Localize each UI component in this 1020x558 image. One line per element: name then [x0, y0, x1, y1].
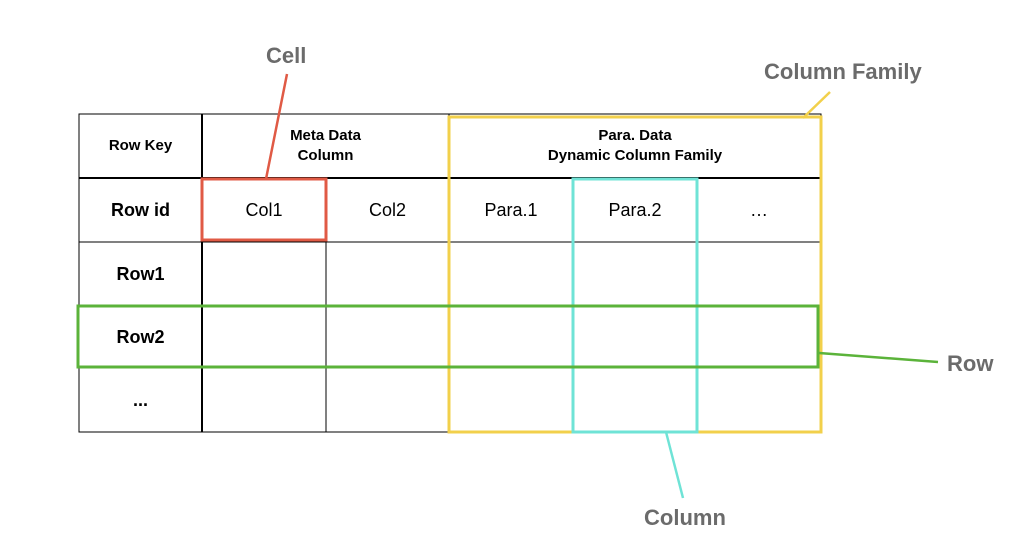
column-family-callout-label: Column Family [764, 59, 922, 84]
col2-label: Col2 [368, 199, 407, 220]
row-key-label: Row Key [108, 137, 173, 154]
column-callout-label: Column [644, 505, 726, 530]
header-meta-data: Meta Data Column [202, 114, 449, 178]
para-data-line2: Dynamic Column Family [547, 147, 723, 164]
row1-label: Row1 [116, 263, 165, 284]
cell-callout-label: Cell [266, 43, 307, 68]
para-data-line1: Para. Data [598, 127, 672, 144]
para2-label: Para.2 [608, 199, 662, 220]
header-row-key: Row Key [79, 114, 202, 178]
cell-highlight [200, 177, 328, 242]
column-family-callout-line [802, 91, 831, 119]
more-columns-label: … [750, 199, 768, 220]
row2-label: Row2 [116, 326, 165, 347]
para1-label: Para.1 [484, 199, 538, 220]
column-callout-line [664, 431, 685, 499]
row-callout-line [818, 351, 939, 364]
more-rows-label: ... [132, 389, 148, 410]
cell-callout-line [264, 73, 289, 180]
row-id-label: Row id [111, 199, 170, 220]
meta-data-line2: Column [297, 147, 354, 164]
header-para-data: Para. Data Dynamic Column Family [449, 114, 821, 178]
meta-data-line1: Meta Data [290, 127, 361, 144]
row-callout-label: Row [947, 351, 994, 376]
col1-label: Col1 [245, 199, 283, 220]
row-highlight [76, 304, 820, 369]
